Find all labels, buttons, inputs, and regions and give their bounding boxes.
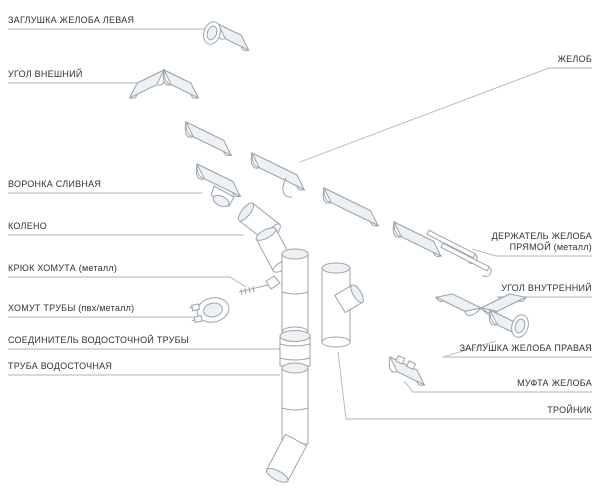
part-clamp-hook — [238, 275, 281, 296]
leader-lines — [8, 28, 592, 420]
label-downpipe: ТРУБА ВОДОСТОЧНАЯ — [8, 361, 113, 371]
label-drain-funnel: ВОРОНКА СЛИВНАЯ — [8, 179, 102, 189]
part-gutter-section — [184, 120, 443, 258]
part-downpipe-upper — [281, 248, 309, 338]
label-inner-corner: УГОЛ ВНУТРЕННИЙ — [501, 283, 592, 293]
label-gutter-end-cap-left: ЗАГЛУШКА ЖЕЛОБА ЛЕВАЯ — [8, 15, 135, 25]
part-tee — [321, 262, 364, 348]
part-downpipe-connector — [279, 330, 311, 367]
label-gutter: ЖЕЛОБ — [557, 54, 592, 64]
part-outer-corner — [128, 68, 200, 99]
part-gutter-end-cap-left — [203, 21, 250, 52]
part-pipe-clamp — [188, 297, 230, 324]
part-drain-funnel — [195, 162, 242, 208]
label-outer-corner: УГОЛ ВНЕШНИЙ — [8, 69, 83, 79]
part-gutter-holder-straight — [426, 229, 492, 277]
label-gutter-end-cap-right: ЗАГЛУШКА ЖЕЛОБА ПРАВАЯ — [459, 343, 592, 353]
part-inner-corner — [434, 293, 528, 316]
label-downpipe-connector: СОЕДИНИТЕЛЬ ВОДОСТОЧНОЙ ТРУБЫ — [8, 335, 189, 345]
label-clamp-hook: КРЮК ХОМУТА (металл) — [8, 263, 118, 273]
part-downpipe-outlet-elbow — [265, 433, 308, 483]
part-gutter-coupling — [388, 354, 426, 386]
part-gutter-end-cap-right — [488, 308, 529, 338]
label-gutter-coupling: МУФТА ЖЕЛОБА — [517, 378, 592, 388]
label-elbow: КОЛЕНО — [8, 221, 47, 231]
label-pipe-clamp: ХОМУТ ТРУБЫ (пвх/металл) — [8, 303, 135, 313]
label-gutter-holder-straight: ДЕРЖАТЕЛЬ ЖЕЛОБА ПРЯМОЙ (металл) — [491, 231, 592, 252]
label-tee: ТРОЙНИК — [547, 405, 592, 415]
part-downpipe — [281, 362, 309, 445]
